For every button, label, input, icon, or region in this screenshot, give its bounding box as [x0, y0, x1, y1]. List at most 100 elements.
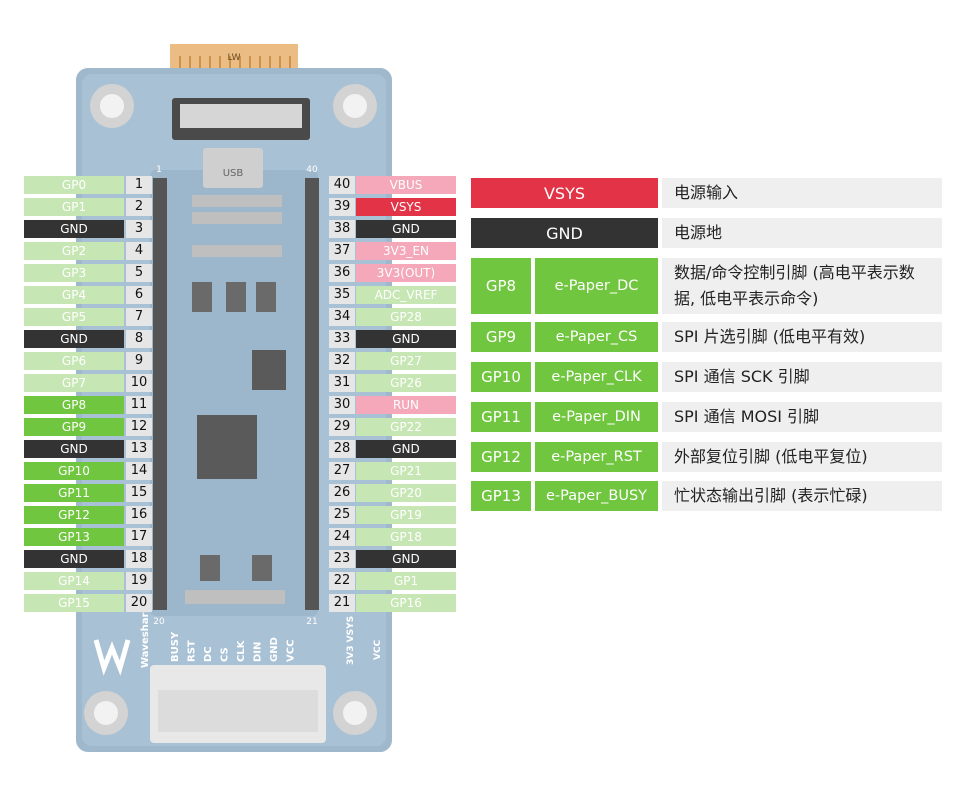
pin-label: GND [356, 220, 456, 238]
pin-label: GP0 [24, 176, 124, 194]
pin-label: GND [24, 550, 124, 568]
legend-gpio: GP11 [471, 402, 531, 432]
pin-number: 32 [329, 352, 355, 370]
pin-number: 12 [126, 418, 152, 436]
pin-label: GP27 [356, 352, 456, 370]
silk-pin-label: BUSY [170, 631, 181, 662]
pin-number: 27 [329, 462, 355, 480]
pin-label: GND [356, 550, 456, 568]
pin-label: GND [356, 330, 456, 348]
pin-label: ADC_VREF [356, 286, 456, 304]
pin-number: 30 [329, 396, 355, 414]
pin-number: 36 [329, 264, 355, 282]
pin-number: 25 [329, 506, 355, 524]
pin-label: RUN [356, 396, 456, 414]
legend-signal: VSYS [471, 178, 658, 208]
pin-label: GP12 [24, 506, 124, 524]
usb-label: USB [223, 168, 244, 179]
pin-label: GP16 [356, 594, 456, 612]
usb-port [203, 148, 263, 188]
legend-description: SPI 片选引脚 (低电平有效) [662, 322, 942, 352]
legend-function: e-Paper_DIN [535, 402, 658, 432]
pin-row-21-label: 21 [306, 617, 317, 627]
pin-label: GND [24, 440, 124, 458]
pin-label: GP21 [356, 462, 456, 480]
left-header [153, 178, 167, 610]
pin-number: 9 [126, 352, 152, 370]
pin-number: 24 [329, 528, 355, 546]
legend-function: e-Paper_BUSY [535, 481, 658, 511]
pin-number: 40 [329, 176, 355, 194]
silk-pin-label: CLK [236, 639, 247, 662]
pin-number: 22 [329, 572, 355, 590]
legend-description: SPI 通信 MOSI 引脚 [662, 402, 942, 432]
pin-number: 26 [329, 484, 355, 502]
silk-vcc: VCC [373, 639, 383, 660]
silk-power: 3V3 VSYS [346, 616, 356, 665]
pin-row-40-label: 40 [306, 165, 318, 175]
pin-label: GP4 [24, 286, 124, 304]
silk-pin-label: DC [203, 646, 214, 662]
legend-gpio: GP9 [471, 322, 531, 352]
inductor [252, 350, 286, 390]
pin-number: 38 [329, 220, 355, 238]
pin-number: 4 [126, 242, 152, 260]
pin-row-1-label: 1 [156, 165, 162, 175]
legend-gpio: GP8 [471, 258, 531, 314]
right-header [305, 178, 319, 610]
pin-number: 28 [329, 440, 355, 458]
pin-number: 34 [329, 308, 355, 326]
pin-number: 7 [126, 308, 152, 326]
pin-number: 23 [329, 550, 355, 568]
pin-number: 37 [329, 242, 355, 260]
pin-label: GND [24, 220, 124, 238]
legend-description: 电源输入 [662, 178, 942, 208]
legend-gpio: GP13 [471, 481, 531, 511]
pin-number: 1 [126, 176, 152, 194]
legend-gpio: GP12 [471, 442, 531, 472]
pin-label: GP14 [24, 572, 124, 590]
pin-label: GP5 [24, 308, 124, 326]
pin-label: GP13 [24, 528, 124, 546]
pin-number: 13 [126, 440, 152, 458]
pin-label: GP8 [24, 396, 124, 414]
waveshare-logo [93, 639, 131, 676]
silk-brand: Waveshare [140, 606, 151, 668]
pin-number: 20 [126, 594, 152, 612]
pin-number: 29 [329, 418, 355, 436]
pin-label: GP1 [24, 198, 124, 216]
pin-label: GP18 [356, 528, 456, 546]
resistor-row-2 [192, 212, 282, 224]
pin-label: GP2 [24, 242, 124, 260]
pin-number: 8 [126, 330, 152, 348]
pin-number: 18 [126, 550, 152, 568]
pin-number: 2 [126, 198, 152, 216]
silk-pin-label: RST [187, 640, 198, 662]
silk-pin-label: VCC [286, 640, 297, 662]
pin-label: GP1 [356, 572, 456, 590]
legend-description: 数据/命令控制引脚 (高电平表示数据, 低电平表示命令) [662, 258, 942, 314]
pin-label: GP26 [356, 374, 456, 392]
pin-number: 17 [126, 528, 152, 546]
legend-description: 外部复位引脚 (低电平复位) [662, 442, 942, 472]
transistor-2 [226, 282, 246, 312]
pin-number: 5 [126, 264, 152, 282]
pin-label: GND [24, 330, 124, 348]
legend-function: e-Paper_DC [535, 258, 658, 314]
transistor-5 [252, 555, 272, 581]
silk-pin-label: CS [220, 647, 231, 662]
fpc-socket-slot [180, 104, 302, 128]
pin-label: GP10 [24, 462, 124, 480]
pin-number: 39 [329, 198, 355, 216]
legend-description: 电源地 [662, 218, 942, 248]
pin-number: 33 [329, 330, 355, 348]
resistor-row-4 [185, 590, 285, 604]
legend-description: 忙状态输出引脚 (表示忙碌) [662, 481, 942, 511]
pin-number: 10 [126, 374, 152, 392]
pin-number: 14 [126, 462, 152, 480]
silk-pin-label: GND [269, 637, 280, 662]
silk-pin-labels: BUSY RST DC CS CLK DIN GND VCC [170, 631, 297, 662]
pin-number: 3 [126, 220, 152, 238]
silk-pin-label: DIN [253, 642, 264, 662]
